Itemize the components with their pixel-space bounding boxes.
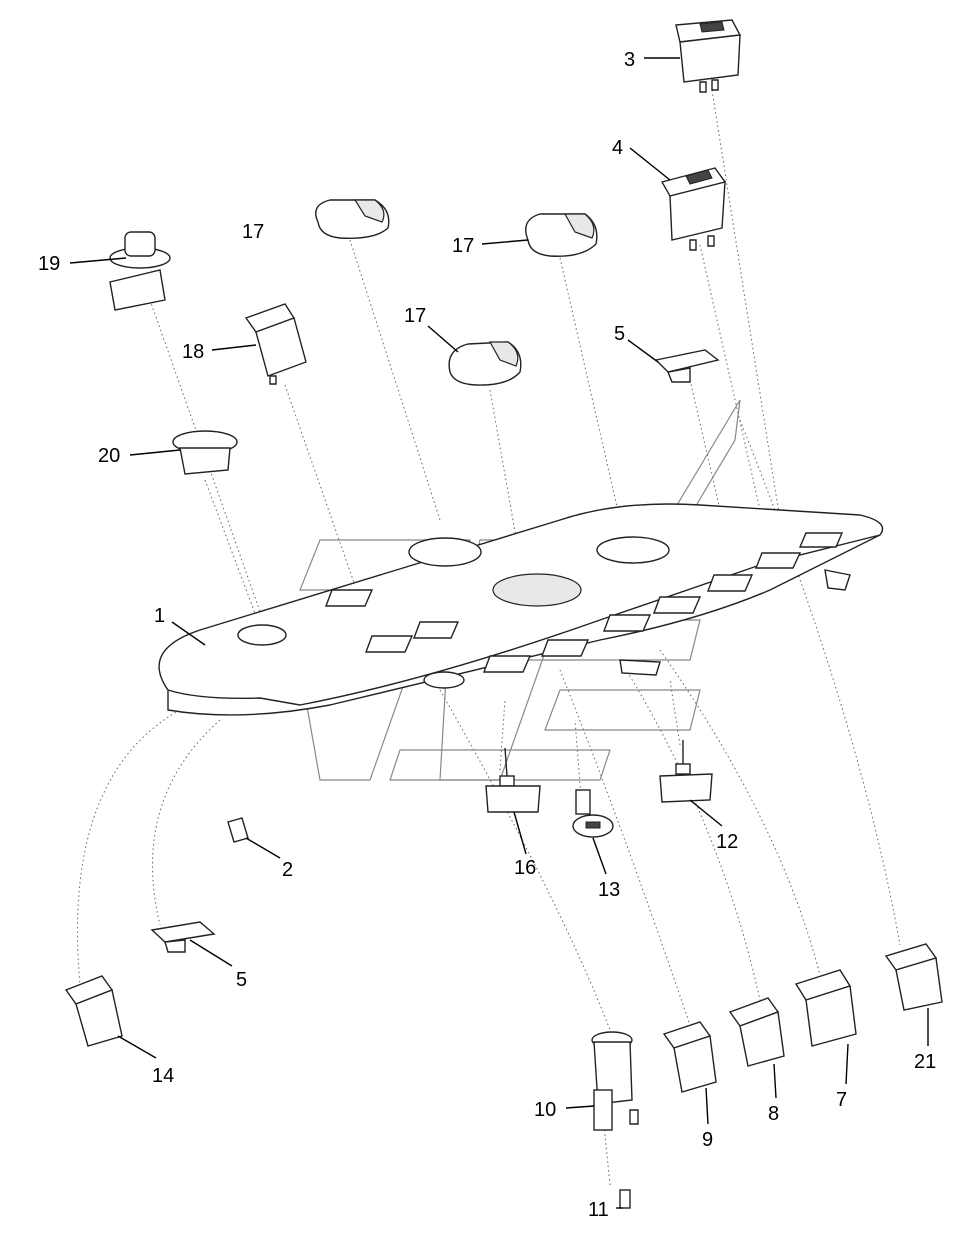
callout-2: 2 xyxy=(282,859,293,881)
toggle-switch-16 xyxy=(485,747,541,813)
callout-17b: 17 xyxy=(452,235,474,257)
callout-14: 14 xyxy=(152,1065,174,1087)
callout-9: 9 xyxy=(702,1129,713,1151)
knob-17-a xyxy=(315,199,390,239)
callout-11: 11 xyxy=(588,1199,609,1221)
callout-13: 13 xyxy=(598,879,620,901)
potentiometer-13 xyxy=(572,789,614,838)
callout-8: 8 xyxy=(768,1103,779,1125)
callout-20: 20 xyxy=(98,445,120,467)
clip-2 xyxy=(227,817,249,843)
leader-lines xyxy=(69,57,929,1209)
callout-17c: 17 xyxy=(404,305,426,327)
socket-10 xyxy=(591,1031,639,1131)
rocker-switch-3 xyxy=(675,19,742,93)
push-button-19 xyxy=(109,231,171,311)
callout-12: 12 xyxy=(716,831,738,853)
blank-cap-5-lower xyxy=(150,921,216,953)
callout-1: 1 xyxy=(154,605,165,627)
knob-17-b xyxy=(525,213,598,257)
rocker-switch-8 xyxy=(728,997,785,1067)
rocker-switch-9 xyxy=(662,1021,717,1093)
callout-19: 19 xyxy=(38,253,60,275)
knob-17-c xyxy=(448,341,522,386)
rocker-switch-7 xyxy=(794,969,857,1047)
callout-17a: 17 xyxy=(242,221,264,243)
callout-4: 4 xyxy=(612,137,623,159)
instrument-panel xyxy=(158,503,884,716)
rocker-switch-21 xyxy=(884,943,943,1011)
rocker-switch-4 xyxy=(660,167,727,251)
callout-10: 10 xyxy=(534,1099,556,1121)
toggle-switch-12 xyxy=(659,740,713,803)
rocker-switch-14 xyxy=(64,975,123,1047)
callout-21: 21 xyxy=(914,1051,936,1073)
callouts: 3 4 17 17 17 19 18 5 20 1 2 16 13 12 5 1… xyxy=(38,49,936,1221)
callout-16: 16 xyxy=(514,857,536,879)
fuse-11 xyxy=(619,1189,631,1209)
callout-18: 18 xyxy=(182,341,204,363)
callout-7: 7 xyxy=(836,1089,847,1111)
callout-3: 3 xyxy=(624,49,635,71)
plug-20 xyxy=(172,430,238,475)
callout-5b: 5 xyxy=(236,969,247,991)
blank-cap-5-upper xyxy=(654,349,720,383)
rocker-switch-18 xyxy=(244,303,307,385)
callout-5a: 5 xyxy=(614,323,625,345)
